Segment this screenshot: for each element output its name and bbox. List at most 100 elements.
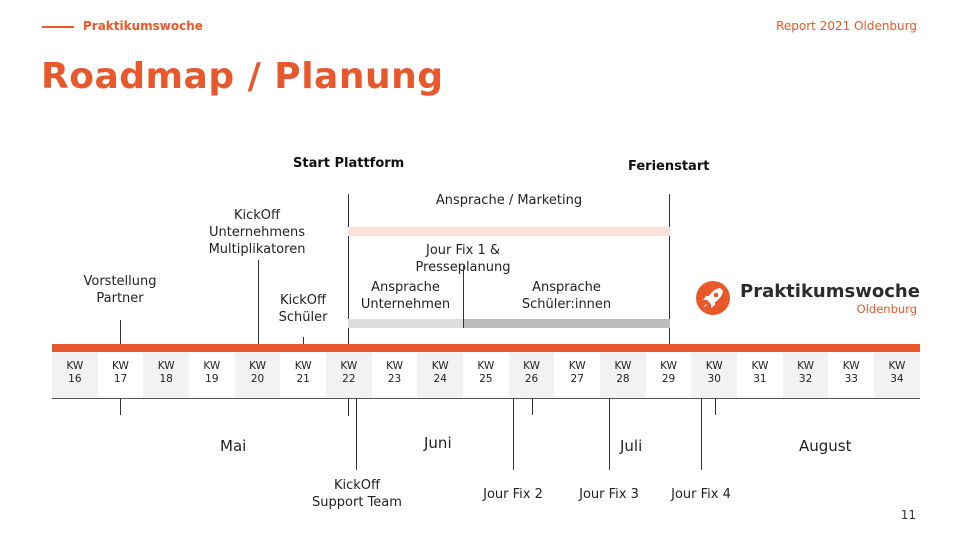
- ansprache-schueler-label: Ansprache Schüler:innen: [521, 280, 612, 312]
- week30-lower-tick: [715, 398, 716, 415]
- week-number: 27: [570, 373, 584, 385]
- month-juni: Juni: [424, 434, 452, 452]
- week-number: 32: [798, 373, 813, 385]
- jour-fix-2-line: [513, 398, 514, 470]
- week-number: 23: [387, 373, 402, 385]
- week-number: 34: [890, 373, 904, 385]
- week-number: 31: [753, 373, 767, 385]
- week-prefix: KW: [66, 360, 84, 372]
- ansprache-marketing-label: Ansprache / Marketing: [435, 193, 583, 208]
- week-prefix: KW: [386, 360, 403, 372]
- week-number: 24: [433, 373, 447, 385]
- week-prefix: KW: [523, 360, 540, 372]
- week-number: 30: [707, 373, 721, 385]
- ansprache-schueler-bar: [463, 319, 670, 328]
- week-number: 22: [342, 373, 356, 385]
- week-row-divider: [52, 398, 920, 399]
- week-number: 20: [250, 373, 265, 385]
- ansprache-unternehmen-bar: [348, 319, 463, 328]
- week-prefix: KW: [660, 360, 678, 372]
- start-platform-line: [348, 194, 349, 416]
- milestone-start-platform: Start Plattform: [293, 156, 405, 171]
- vorstellung-partner-label: Vorstellung Partner: [83, 274, 157, 306]
- week-number: 25: [479, 373, 493, 385]
- jour-fix-2-label: Jour Fix 2: [483, 487, 543, 502]
- week-number: 17: [113, 373, 128, 385]
- week-prefix: KW: [340, 360, 358, 372]
- week-number: 21: [296, 373, 310, 385]
- kickoff-partner-tick: [258, 260, 259, 344]
- week-prefix: KW: [477, 360, 495, 372]
- jour-fix-1-line: [463, 266, 464, 328]
- logo: [694, 279, 732, 321]
- week-prefix: KW: [112, 360, 129, 372]
- milestone-ferienstart: Ferienstart: [628, 159, 710, 174]
- week-prefix: KW: [797, 360, 815, 372]
- week-prefix: KW: [705, 360, 723, 372]
- rocket-icon: [696, 281, 730, 315]
- kickoff-support-label: KickOff Support Team: [312, 478, 402, 510]
- jour-fix-1-label: Jour Fix 1 & Presseplanung: [415, 243, 510, 275]
- page-number: 11: [900, 508, 916, 522]
- logo-city: Oldenburg: [856, 302, 917, 316]
- logo-name: Praktikumswoche: [740, 281, 920, 302]
- week-prefix: KW: [614, 360, 632, 372]
- week26-lower-tick: [532, 398, 533, 415]
- week-prefix: KW: [249, 360, 266, 372]
- week-number: 26: [524, 373, 539, 385]
- header-accent-line: [42, 26, 74, 28]
- vorstellung-tick: [120, 320, 121, 344]
- ansprache-unternehmen-label: Ansprache Unternehmen: [360, 280, 451, 312]
- week-prefix: KW: [294, 360, 312, 372]
- jour-fix-3-label: Jour Fix 3: [579, 487, 639, 502]
- week-prefix: KW: [751, 360, 769, 372]
- header-report-label: Report 2021 Oldenburg: [776, 19, 917, 33]
- kickoff-schueler-label: KickOff Schüler: [278, 293, 328, 325]
- marketing-bar: [348, 227, 670, 236]
- header-brand: Praktikumswoche: [83, 19, 203, 33]
- kickoff-schueler-tick: [303, 337, 304, 344]
- month-august: August: [799, 437, 852, 455]
- week-number: 18: [159, 373, 173, 385]
- week17-lower-tick: [120, 398, 121, 415]
- month-mai: Mai: [220, 437, 247, 455]
- week-number: 29: [661, 373, 676, 385]
- week-number: 16: [68, 373, 82, 385]
- page-title: Roadmap / Planung: [41, 56, 444, 97]
- jour-fix-4-label: Jour Fix 4: [671, 487, 731, 502]
- kickoff-partner-label: KickOff Unternehmens Multiplikatoren: [208, 208, 306, 257]
- week-number: 33: [844, 373, 858, 385]
- week-number: 28: [616, 373, 630, 385]
- week-prefix: KW: [203, 360, 221, 372]
- week-prefix: KW: [842, 360, 860, 372]
- jour-fix-4-line: [701, 398, 702, 470]
- week-prefix: KW: [888, 360, 906, 372]
- kickoff-support-line: [356, 398, 357, 470]
- week-prefix: KW: [157, 360, 175, 372]
- week-number: 19: [205, 373, 219, 385]
- week-prefix: KW: [431, 360, 449, 372]
- week-prefix: KW: [568, 360, 586, 372]
- jour-fix-3-line: [609, 398, 610, 470]
- ferienstart-line: [669, 194, 670, 344]
